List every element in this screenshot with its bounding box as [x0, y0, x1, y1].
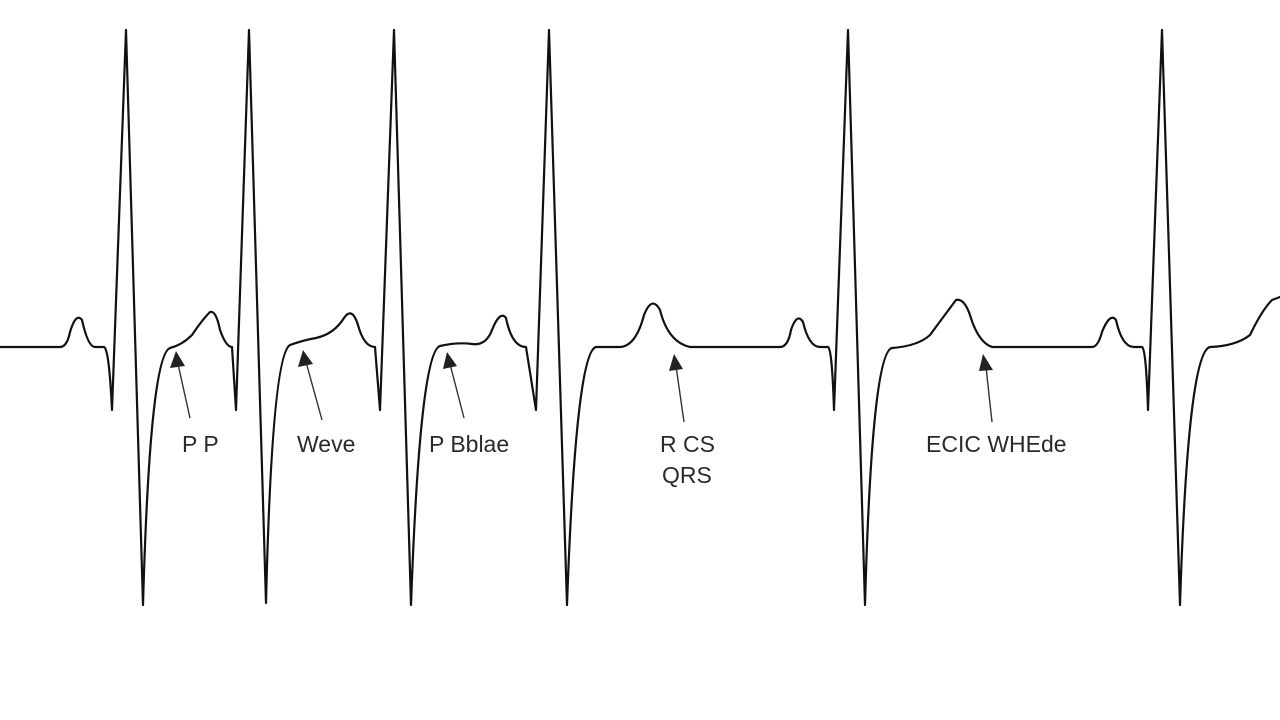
annotation-arrow-3	[443, 352, 465, 419]
annotation-label-3: P Bblae	[429, 431, 509, 457]
annotation-arrow-1	[170, 351, 191, 419]
annotation-arrow-4	[669, 354, 685, 423]
annotation-label-4-line1: R CS	[660, 431, 715, 457]
annotation-label-5: ECIC WHEde	[926, 431, 1067, 457]
ecg-trace	[0, 28, 1280, 607]
annotation-arrow-5	[979, 354, 993, 423]
annotation-label-2: Weve	[297, 431, 355, 457]
annotation-label-4-line2: QRS	[662, 462, 712, 488]
annotation-label-1: P P	[182, 431, 219, 457]
annotation-arrow-2	[298, 350, 323, 421]
